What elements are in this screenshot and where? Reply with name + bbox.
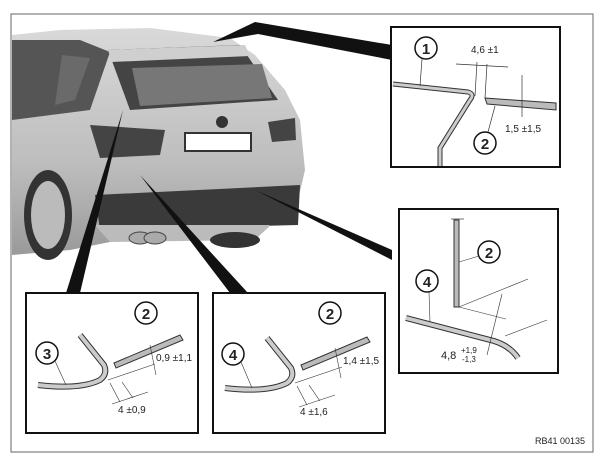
leader-lines [66, 22, 392, 293]
dimension-gap: 4 ±1,6 [300, 407, 328, 418]
part-number-2: 2 [326, 306, 334, 323]
detail-top: 1 2 4,6 ±1 1,5 ±1,5 [390, 26, 561, 168]
part-number-2: 2 [485, 245, 493, 262]
detail-middle: 2 4 1,4 ±1,5 4 ±1,6 [212, 292, 386, 434]
figure-id: RB41 00135 [535, 436, 585, 446]
part-number-1-marker [414, 36, 438, 60]
dimension-flush: 1,5 ±1,5 [505, 124, 542, 135]
dimension-flush: 0,9 ±1,1 [156, 353, 193, 364]
detail-left: 2 3 0,9 ±1,1 4 ±0,9 [25, 292, 199, 434]
dimension-gap: 4 ±0,9 [118, 405, 146, 416]
part-number-2: 2 [481, 136, 489, 153]
part-number-4: 4 [423, 274, 432, 291]
part-number-4: 4 [229, 347, 238, 364]
dimension-gap: 4,6 ±1 [471, 45, 499, 56]
dimension-flush: 1,4 ±1,5 [343, 356, 380, 367]
dimension-clearance: 4,8 [441, 350, 456, 362]
tolerance-lower: -1,3 [462, 355, 476, 364]
part-number-1: 1 [422, 41, 430, 58]
detail-right: 2 4 4,8 +1,9 -1,3 [398, 208, 559, 374]
tolerance-upper: +1,9 [461, 346, 477, 355]
part-number-3: 3 [43, 346, 51, 363]
car-illustration [12, 28, 305, 260]
part-number-2: 2 [142, 306, 150, 323]
